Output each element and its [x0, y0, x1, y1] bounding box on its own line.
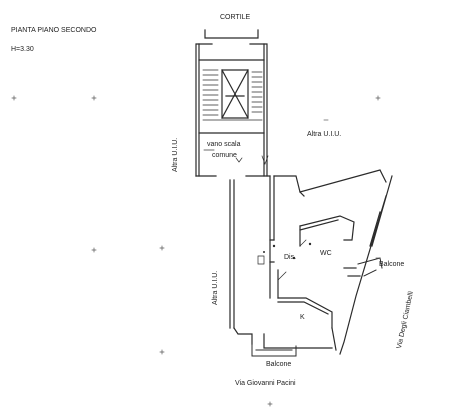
balcony-bottom [251, 343, 297, 357]
structure-dots [263, 242, 312, 260]
label-dis: Dis. [284, 254, 297, 261]
label-other-unit-top: Altra U.I.U. [307, 131, 342, 138]
plan-title: PIANTA PIANO SECONDO [11, 27, 97, 34]
label-other-unit-left-top: Altra U.I.U. [172, 137, 179, 172]
label-balcony-right: Balcone [379, 261, 405, 268]
door-marks [203, 149, 307, 281]
stair-block [195, 43, 271, 177]
label-stair-line1: vano scala [207, 141, 241, 148]
label-wc: WC [320, 250, 332, 257]
label-street-bottom: Via Giovanni Pacini [235, 380, 296, 387]
grid-marks [11, 95, 381, 407]
unit-walls [229, 169, 393, 355]
label-balcony-bottom: Balcone [266, 361, 292, 368]
label-stair-line2: comune [212, 152, 237, 159]
stair-steps [202, 69, 263, 121]
label-k: K [300, 314, 305, 321]
label-courtyard: CORTILE [220, 14, 251, 21]
label-other-unit-left-bottom: Altra U.I.U. [212, 270, 219, 305]
plan-height: H=3.30 [11, 46, 34, 53]
courtyard-wall [196, 29, 267, 45]
